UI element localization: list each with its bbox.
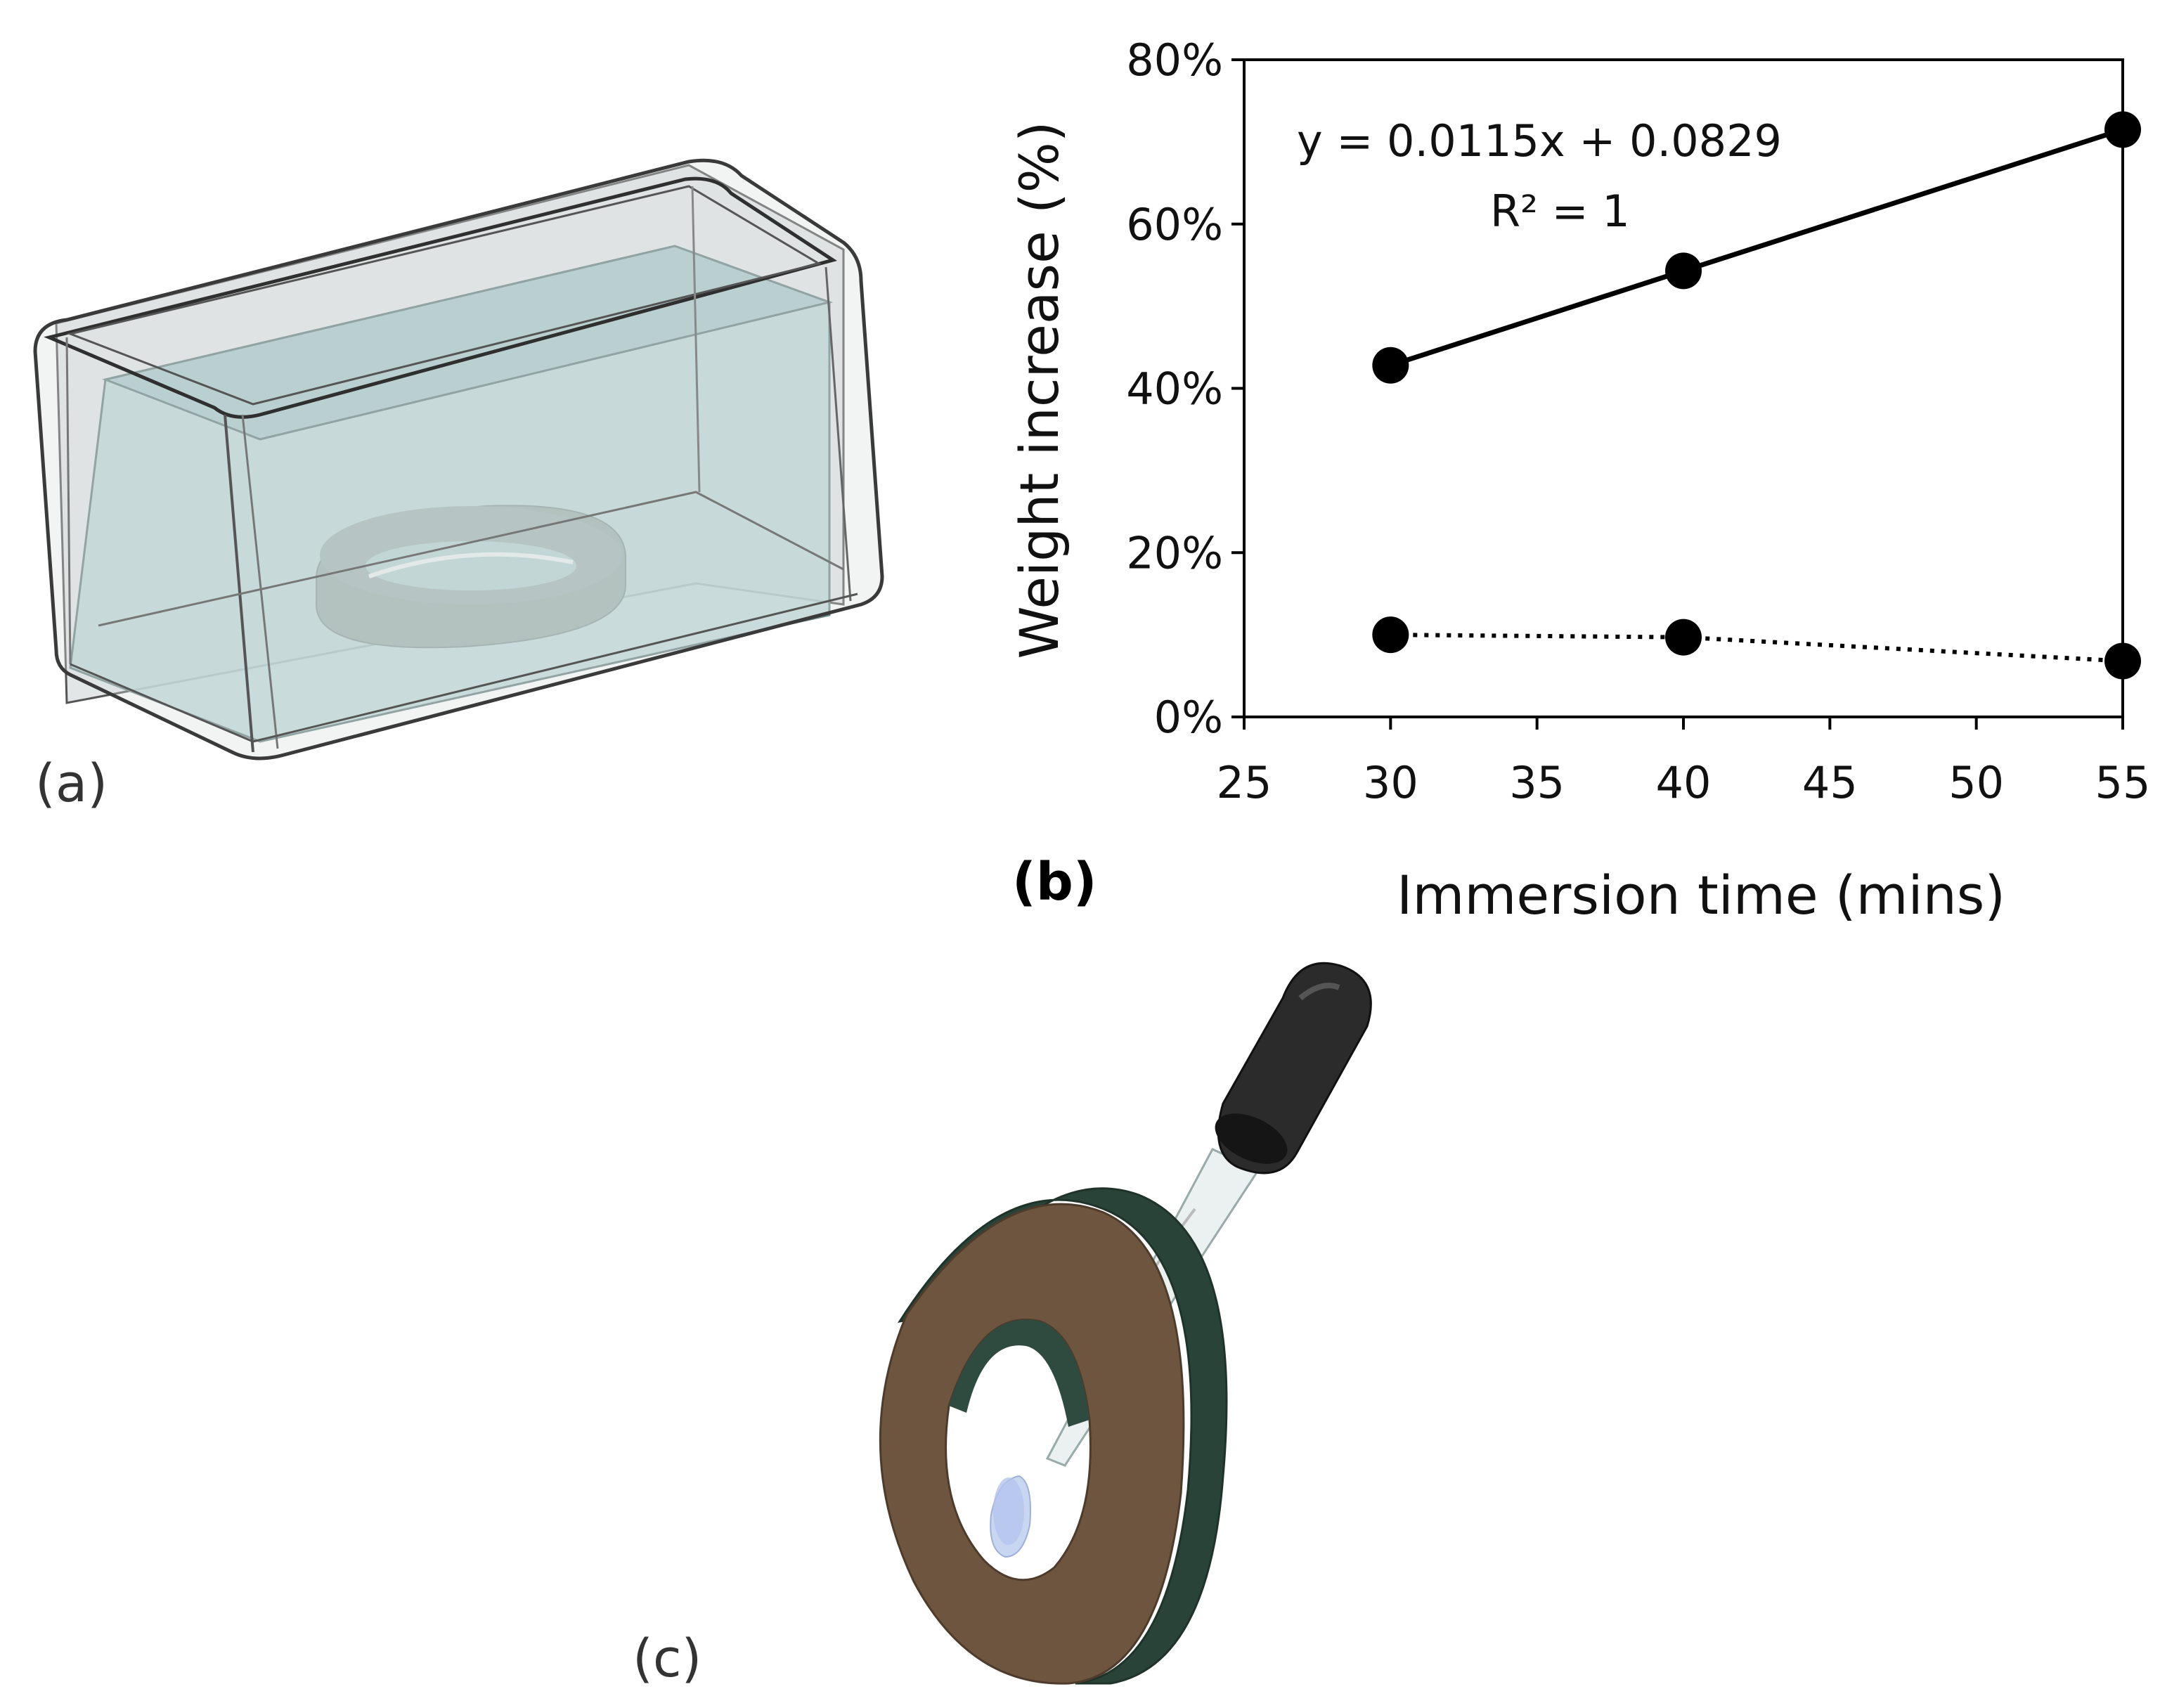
y-axis-title: Weight increase (%) <box>1008 122 1071 659</box>
container-rim <box>44 176 838 419</box>
trendline-r-squared: R² = 1 <box>1490 186 1630 237</box>
submerged-ring <box>316 505 626 649</box>
x-tick-label: 55 <box>2095 757 2151 808</box>
y-axis-ticks: 0% 20% 40% 60% 80% <box>1126 34 1244 743</box>
series-1-point <box>1665 252 1702 290</box>
x-tick-label: 25 <box>1217 757 1272 808</box>
series-1-point <box>1372 347 1409 384</box>
series-1-point <box>2104 111 2141 148</box>
y-tick-label: 0% <box>1154 692 1223 743</box>
weight-increase-chart: 0% 20% 40% 60% 80% 25 30 35 40 45 50 55 y = 0.0115… <box>1008 34 2150 926</box>
y-tick-label: 80% <box>1126 34 1223 86</box>
series-2-point <box>2104 642 2141 680</box>
x-tick-label: 50 <box>1948 757 2004 808</box>
x-tick-label: 40 <box>1656 757 1712 808</box>
series-2-point <box>1665 619 1702 656</box>
panel-c-ring-dropper-illustration <box>879 962 1372 1685</box>
panel-label-a: (a) <box>35 753 108 814</box>
ring-side <box>897 1187 1228 1685</box>
y-tick-label: 60% <box>1126 199 1223 250</box>
series-2-line <box>1390 633 2123 664</box>
droplet <box>990 1475 1031 1558</box>
panel-a-container-illustration <box>33 158 884 761</box>
x-tick-label: 45 <box>1802 757 1858 808</box>
trendline-equation: y = 0.0115x + 0.0829 <box>1297 115 1782 167</box>
panel-label-b: (b) <box>1012 852 1097 912</box>
y-tick-label: 40% <box>1126 363 1223 415</box>
container-front-wall <box>33 158 884 761</box>
x-tick-label: 35 <box>1509 757 1565 808</box>
y-tick-label: 20% <box>1126 527 1223 578</box>
x-axis-ticks: 25 30 35 40 45 50 55 <box>1217 717 2151 808</box>
ring-inner-wall <box>949 1319 1089 1427</box>
x-axis-title: Immersion time (mins) <box>1397 864 2005 926</box>
ring-face <box>879 1203 1185 1685</box>
series-points <box>1372 111 2141 680</box>
series-2-point <box>1372 616 1409 654</box>
panel-label-c: (c) <box>633 1629 701 1689</box>
x-tick-label: 30 <box>1363 757 1418 808</box>
